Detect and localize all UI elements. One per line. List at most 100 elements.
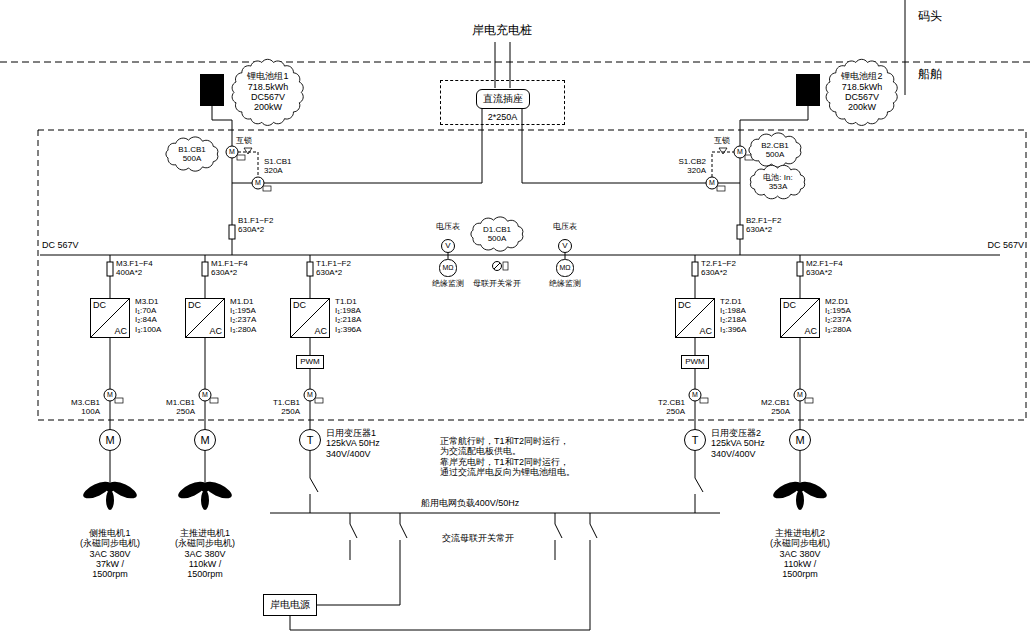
- node-text: 锂电池组1 718.5kWh DC567V 200kW: [245, 71, 291, 112]
- fuse-label: M3.F1~F4 400A*2: [116, 259, 160, 277]
- charger-pin: [495, 42, 496, 88]
- breaker-mark: M: [709, 179, 715, 187]
- breaker-mark: M: [797, 391, 803, 399]
- transformer-label: 日用变压器1 125kVA 50Hz 340V/400V: [326, 428, 386, 459]
- node-text: V: [562, 241, 567, 250]
- ac-wire: [290, 540, 590, 630]
- insulation-monitor: MΩ: [439, 259, 456, 276]
- converter-spec: M3.D1 I₁:70A I₂:84A I₃:100A: [135, 297, 173, 334]
- converter-diagonal: [91, 299, 129, 337]
- motor-caption: 侧推电机1 (永磁同步电机) 3AC 380V 37kW / 1500rpm: [77, 528, 143, 580]
- breaker-label: S1.CB2 320A: [672, 157, 706, 175]
- fuse-label: T1.F1~F2 630A*2: [316, 259, 360, 277]
- fuse-symbol: [229, 225, 235, 239]
- converter-spec: T2.D1 I₁:198A I₂:218A I₃:396A: [720, 297, 758, 334]
- breaker-label: S1.CB1 320A: [264, 157, 298, 175]
- dc-label: DC: [188, 300, 201, 310]
- ac-wire: [590, 513, 591, 524]
- fuse-symbol: [307, 262, 313, 276]
- tie-switch-symbol: [503, 262, 508, 270]
- cloud-outline: [166, 137, 218, 171]
- wire: [800, 338, 801, 429]
- socket-group: 2*250A 直流插座: [440, 80, 565, 125]
- battery-symbol: [200, 74, 224, 106]
- motor-caption: 主推进电机1 (永磁同步电机) 3AC 380V 110kW / 1500rpm: [172, 528, 238, 580]
- breaker-label: M2.CB1 250A: [756, 398, 790, 416]
- node-text: M: [105, 434, 114, 447]
- node-text: MΩ: [559, 264, 570, 272]
- fuse-symbol: [737, 225, 743, 239]
- ac-wire: [316, 540, 400, 605]
- breaker-label: M1.CB1 250A: [161, 398, 195, 416]
- shore-power-box: 岸电电源: [263, 594, 317, 616]
- node-text: M: [795, 434, 804, 447]
- tie-switch-symbol: [494, 263, 500, 269]
- tie-switch-symbol: [493, 262, 502, 271]
- wire: [205, 338, 206, 429]
- battery-callout: 锂电池组1 718.5kWh DC567V 200kW: [231, 59, 304, 126]
- fuse-symbol: [692, 262, 698, 276]
- switch-blade: [310, 478, 318, 492]
- wire: [310, 338, 311, 355]
- dc-ac-converter: DCACM3.D1 I₁:70A I₂:84A I₃:100A: [90, 298, 130, 338]
- converter-diagonal: [781, 299, 819, 337]
- breaker-callout: D1.CB1 500A: [469, 217, 525, 251]
- switch-blade: [555, 524, 562, 538]
- note-text: 正常航行时，T1和T2同时运行， 为交流配电板供电。 靠岸充电时，T1和T2同时…: [440, 436, 576, 477]
- ac-wire: [555, 540, 556, 560]
- node-text: 2*250A: [441, 112, 564, 122]
- bus-label: DC 567V: [42, 240, 79, 250]
- breaker-label: M3.CB1 100A: [66, 398, 100, 416]
- transformer-symbol: T: [299, 429, 321, 451]
- fuse-label: M1.F1~F4 630A*2: [211, 259, 255, 277]
- meter-label: 电压表: [553, 222, 577, 231]
- ac-wire: [310, 451, 311, 478]
- interlock-mark: [719, 148, 727, 154]
- voltmeter: V: [558, 239, 572, 253]
- transformer-label: 日用变压器2 125kVA 50Hz 340V/400V: [711, 428, 771, 459]
- switchboard-boundary: [38, 130, 1026, 420]
- ac-wire: [310, 494, 311, 513]
- breaker-mark: M: [202, 391, 208, 399]
- fuse-label: B2.F1~F2 630A*2: [746, 216, 790, 234]
- breaker-symbol: [689, 389, 708, 403]
- interlock-mark: [244, 148, 252, 154]
- battery-symbol: [796, 74, 820, 106]
- motor-symbol: M: [789, 429, 811, 451]
- cloud-outline: [751, 165, 805, 198]
- current-callout: 电池: In: 353A: [748, 165, 807, 199]
- breaker-mark: M: [692, 391, 698, 399]
- breaker-label: T1.CB1 250A: [266, 398, 300, 416]
- breaker-symbol: [252, 177, 271, 191]
- pwm-filter: PWM: [296, 355, 324, 368]
- switch-label: 母联开关常开: [473, 279, 521, 288]
- switch-label: 交流母联开关常开: [442, 533, 514, 543]
- converter-spec: T1.D1 I₁:198A I₂:218A I₃:396A: [335, 297, 373, 334]
- breaker-callout: B2.CB1 500A: [747, 133, 803, 167]
- fuse-symbol: [107, 262, 113, 276]
- node-text: T: [307, 434, 314, 447]
- node-text: M: [200, 434, 209, 447]
- propeller: [771, 478, 829, 510]
- node-text: 电池: In: 353A: [760, 173, 796, 191]
- monitor-label: 绝缘监测: [432, 279, 464, 288]
- converter-diagonal: [186, 299, 224, 337]
- zone-divider: [905, 0, 906, 95]
- breaker-label: T2.CB1 250A: [651, 398, 685, 416]
- breaker-symbol: [706, 177, 725, 191]
- node-text: MΩ: [442, 264, 453, 272]
- ac-wire: [695, 451, 696, 478]
- monitor-label: 绝缘监测: [549, 279, 581, 288]
- breaker-mark: M: [307, 391, 313, 399]
- breaker-symbol: [226, 146, 245, 160]
- dc-ac-converter: DCACM2.D1 I₁:195A I₂:237A I₃:280A: [780, 298, 820, 338]
- voltmeter: V: [441, 239, 455, 253]
- dc-socket: 直流插座: [476, 89, 530, 109]
- breaker-mark: M: [737, 148, 743, 156]
- dc-bus: [40, 255, 1000, 256]
- cloud-outline: [749, 133, 801, 167]
- node-text: 岸电电源: [270, 599, 310, 611]
- pwm-filter: PWM: [681, 355, 709, 368]
- switch-blade: [695, 478, 703, 492]
- bus-label: DC 567V: [987, 240, 1024, 250]
